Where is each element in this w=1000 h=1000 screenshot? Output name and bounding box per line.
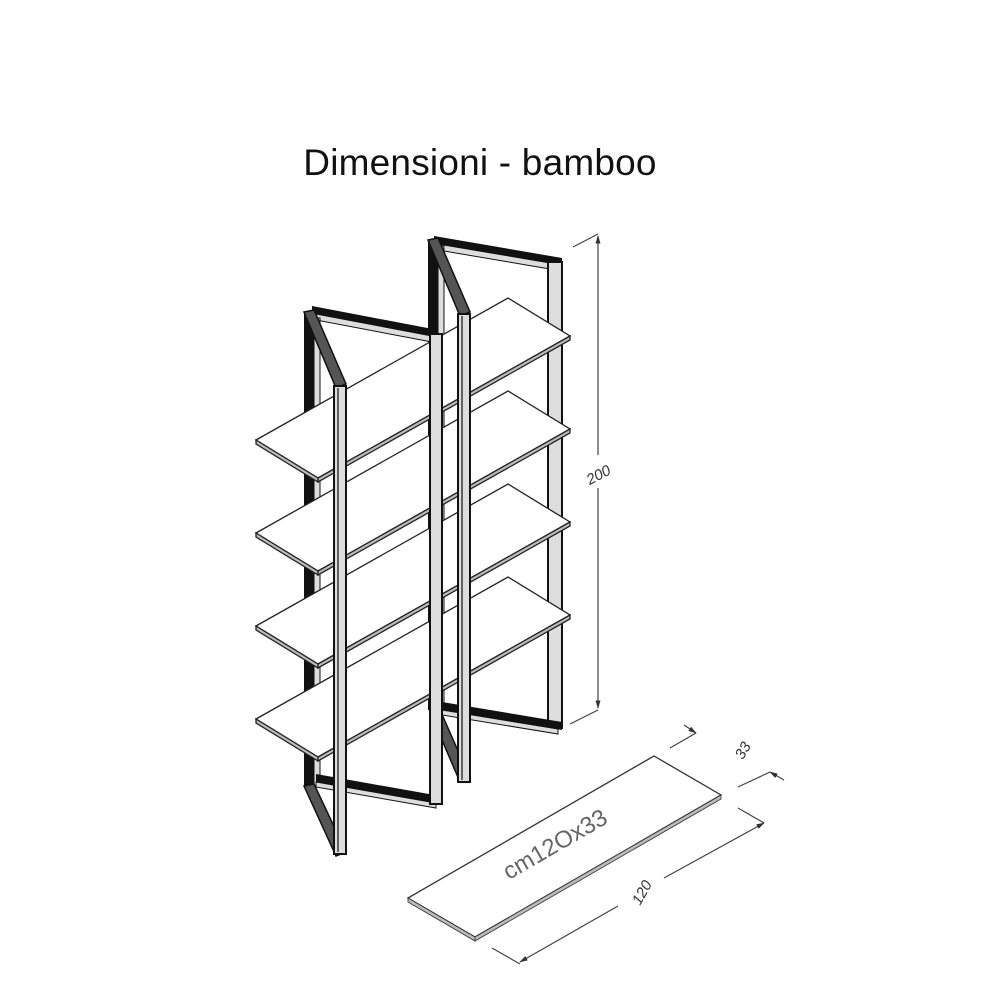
shelf-detail — [406, 755, 723, 942]
shelves — [254, 297, 572, 763]
width-dimension — [491, 807, 765, 965]
depth-dimension — [669, 724, 785, 788]
front-posts — [333, 313, 471, 855]
height-label: 200 — [583, 462, 615, 490]
height-dimension — [569, 233, 601, 725]
page-title: Dimensioni - bamboo — [303, 142, 657, 183]
depth-label: 33 — [732, 739, 755, 763]
width-label: 120 — [629, 877, 657, 908]
